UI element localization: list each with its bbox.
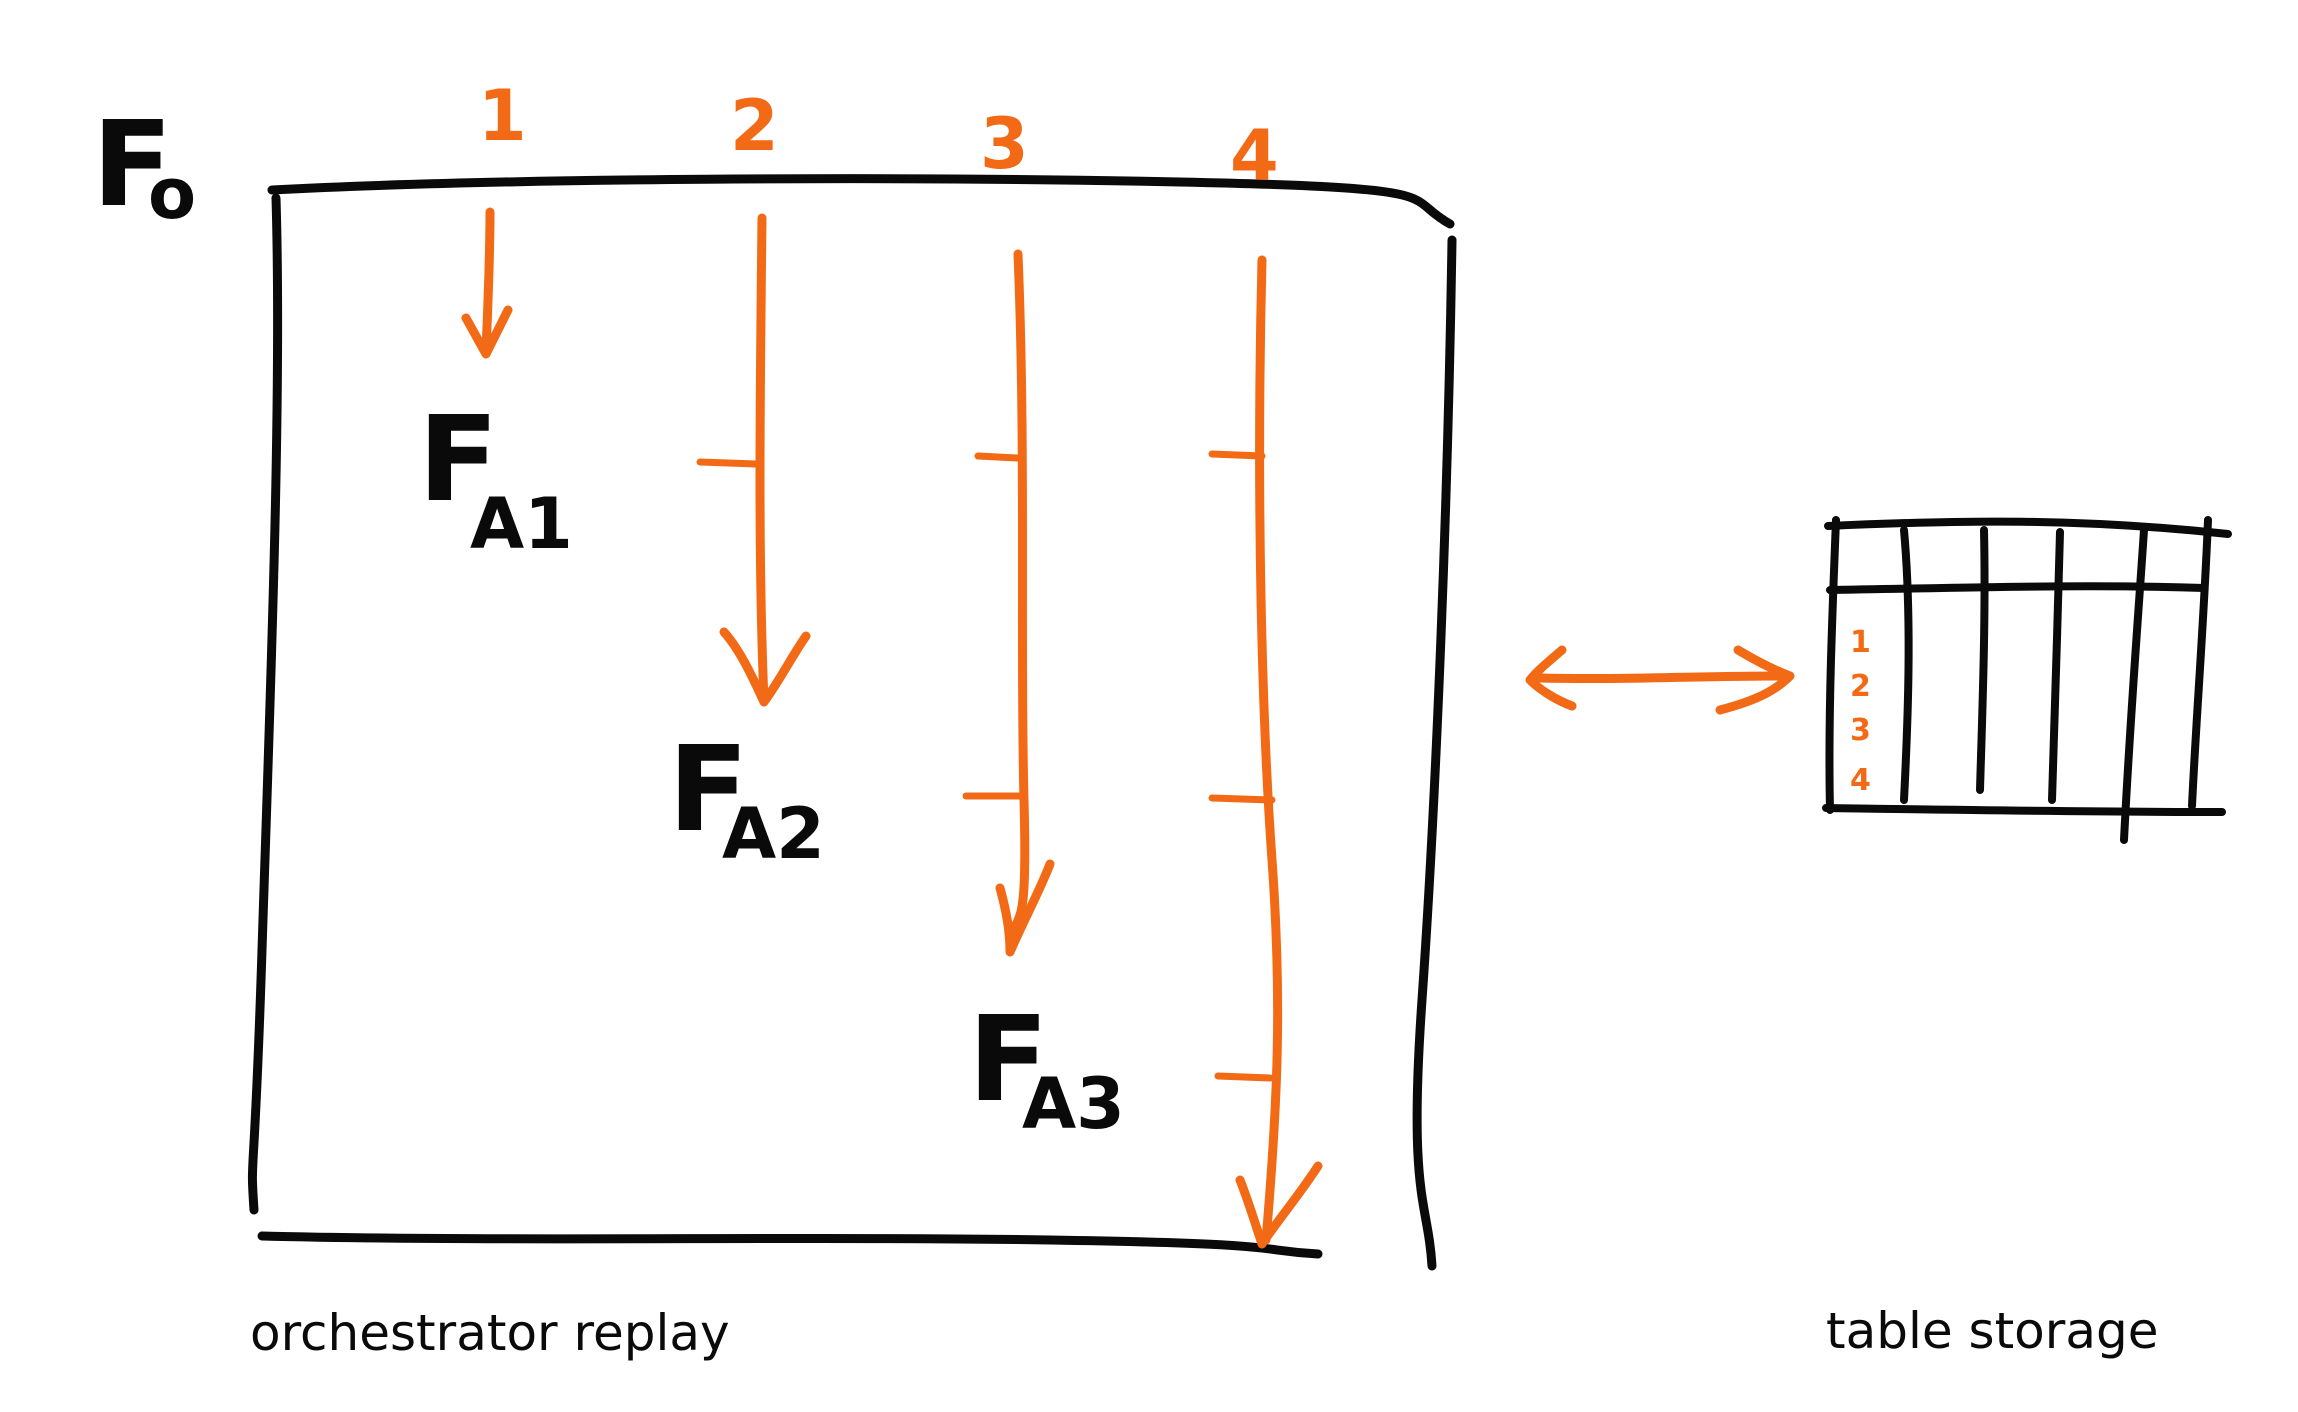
replay-arrow-1 — [461, 207, 513, 359]
activity-label-a2: F A2 — [668, 720, 825, 875]
table-row-numbers: 1 2 3 4 — [1850, 625, 1871, 798]
orchestrator-replay-caption: orchestrator replay — [250, 1304, 730, 1362]
step-numbers: 1 2 3 4 — [478, 75, 1279, 197]
activity-a1-sub: A1 — [470, 483, 573, 565]
step-number-3: 3 — [980, 103, 1029, 185]
activity-a3-sub: A3 — [1022, 1063, 1125, 1145]
replay-arrow-2 — [696, 213, 811, 707]
orchestrator-function-label: F o — [92, 95, 196, 235]
activity-a3-letter: F — [968, 990, 1049, 1128]
row-number-3: 3 — [1850, 713, 1871, 748]
orchestrator-label-letter: F — [92, 95, 173, 233]
step-number-1: 1 — [478, 75, 527, 157]
activity-a2-sub: A2 — [722, 793, 825, 875]
activity-label-a3: F A3 — [968, 990, 1125, 1145]
table-storage-icon — [1822, 516, 2232, 844]
orchestrator-label-sub: o — [148, 153, 196, 235]
row-number-2: 2 — [1850, 669, 1871, 704]
activity-a1-letter: F — [418, 390, 499, 528]
activity-a2-letter: F — [668, 720, 749, 858]
table-storage-caption: table storage — [1826, 1302, 2158, 1360]
replay-arrow-4 — [1208, 255, 1323, 1249]
orchestrator-box — [247, 174, 1457, 1271]
row-number-1: 1 — [1850, 625, 1871, 660]
step-number-2: 2 — [730, 85, 779, 167]
bidirectional-arrow — [1525, 645, 1795, 715]
activity-label-a1: F A1 — [418, 390, 573, 565]
step-number-4: 4 — [1230, 115, 1279, 197]
replay-arrow-3 — [962, 249, 1055, 957]
row-number-4: 4 — [1850, 763, 1871, 798]
